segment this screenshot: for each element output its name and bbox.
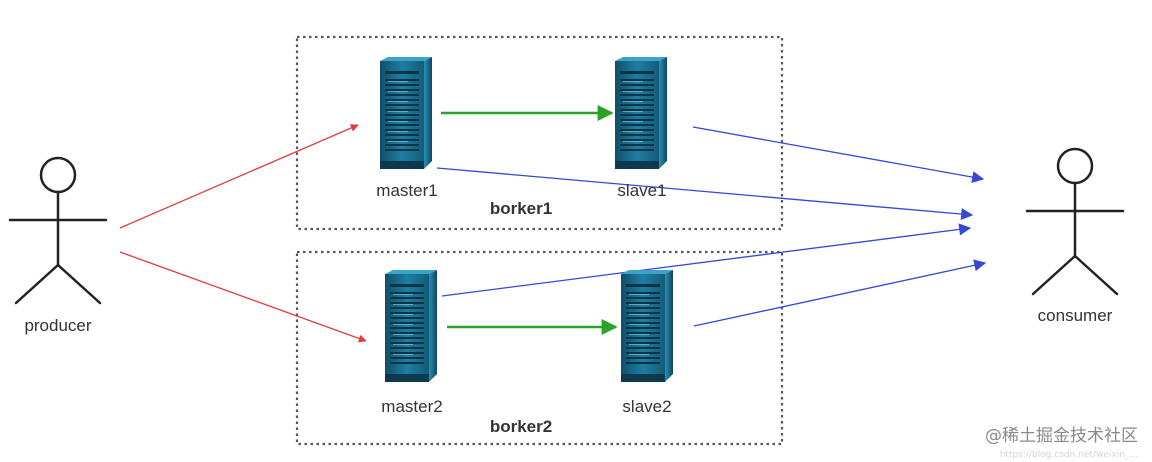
slave2-label: slave2	[622, 397, 671, 416]
server-icon	[380, 57, 432, 169]
slave1-to-consumer-arrow	[692, 126, 985, 183]
master2-label: master2	[381, 397, 442, 416]
slave2-to-consumer-arrow	[693, 259, 987, 327]
server-icon	[385, 270, 437, 382]
slave1-label: slave1	[617, 181, 666, 200]
master2-to-consumer-arrow	[441, 223, 972, 297]
broker-group-1	[295, 35, 784, 231]
server-icon	[621, 270, 673, 382]
consumer-label: consumer	[1038, 306, 1113, 325]
master1-to-consumer-arrow	[436, 167, 974, 221]
producer-to-master1-arrow	[119, 124, 359, 229]
broker2-label: borker2	[490, 417, 552, 436]
watermark-text: @稀土掘金技术社区	[985, 426, 1138, 446]
master1-label: master1	[376, 181, 437, 200]
broker1-label: borker1	[490, 199, 552, 218]
producer-to-master2-arrow	[119, 251, 367, 343]
consumer-person-icon	[1025, 147, 1125, 296]
server-icon	[615, 57, 667, 169]
broker-group-2	[295, 250, 784, 446]
producer-label: producer	[24, 316, 91, 335]
producer-person-icon	[8, 156, 108, 305]
watermark-url: https://blog.csdn.net/weixin_...	[1000, 450, 1138, 460]
